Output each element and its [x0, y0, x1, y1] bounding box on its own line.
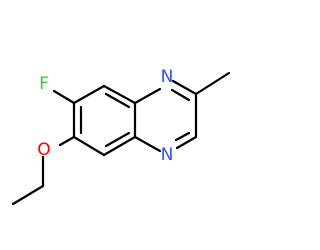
atom-oxygen: O	[37, 140, 50, 160]
bond-c3-n4-inner	[174, 131, 191, 142]
bond-c9-c10	[72, 135, 106, 157]
atom-fluorine: F	[39, 74, 49, 94]
bond-n1-c2	[171, 79, 198, 96]
bond-n4-c8	[133, 135, 162, 153]
atom-nitrogen-1: N	[161, 67, 174, 87]
bond-c3-n4	[175, 135, 198, 150]
bond-c2-methyl	[194, 71, 231, 96]
bond-c7-n1	[133, 87, 162, 105]
bond-c8-c9	[102, 135, 137, 157]
bond-c6-f	[52, 89, 76, 105]
bond-ch2-ch3	[11, 184, 45, 206]
bond-c5-c6	[72, 84, 106, 105]
bonds	[11, 71, 231, 206]
bond-n1-c2-inner	[170, 88, 191, 102]
structure-canvas: F O N N	[11, 67, 231, 206]
bond-c8-c9-inner	[104, 131, 131, 148]
bond-c6-c7-inner	[104, 92, 131, 109]
atom-nitrogen-4: N	[161, 145, 174, 165]
atom-labels: F O N N	[37, 67, 173, 165]
bond-c6-c7	[102, 84, 137, 105]
bond-c10-o	[58, 135, 76, 147]
molecule-structure: F O N N	[11, 67, 231, 206]
